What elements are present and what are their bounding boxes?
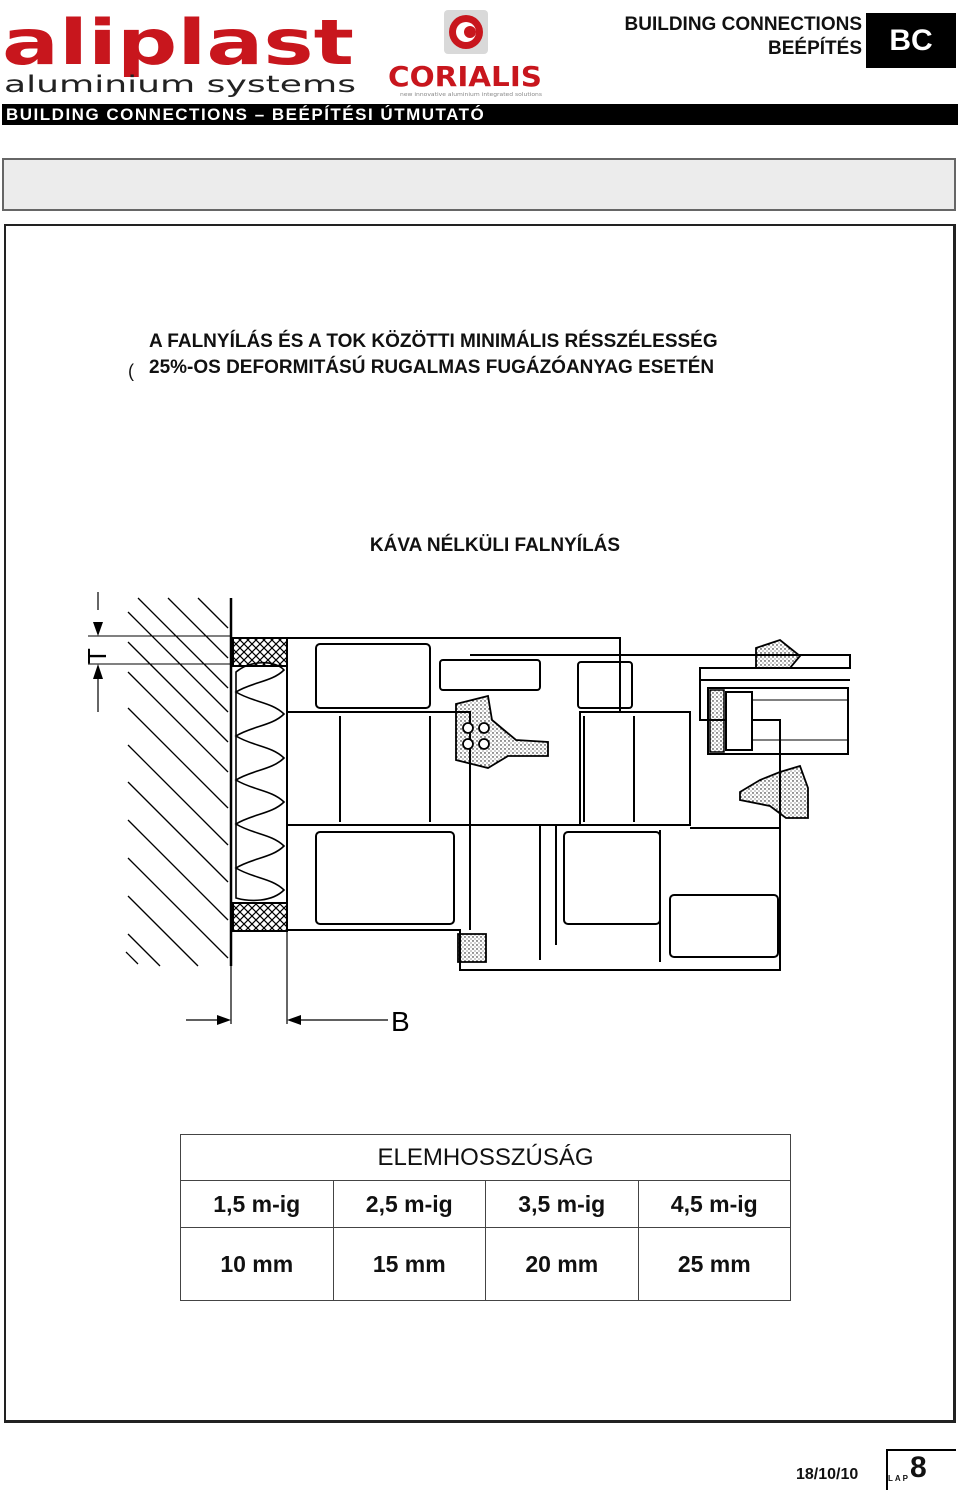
gaskets xyxy=(455,638,809,963)
section-banner: BUILDING CONNECTIONS – BEÉPÍTÉSI ÚTMUTAT… xyxy=(2,104,958,125)
corialis-logo: CORIALIS new innovative aluminium integr… xyxy=(388,10,542,98)
header-title-line2: BEÉPÍTÉS xyxy=(768,38,862,59)
dimension-b: B xyxy=(186,930,410,1037)
length-cell: 4,5 m-ig xyxy=(637,1180,791,1228)
length-cell: 2,5 m-ig xyxy=(332,1180,486,1228)
content-frame xyxy=(4,224,956,1423)
heading-paren: ( xyxy=(128,361,134,381)
window-profile xyxy=(286,637,851,971)
width-cell: 20 mm xyxy=(485,1227,639,1301)
drawing-subtitle: KÁVA NÉLKÜLI FALNYÍLÁS xyxy=(369,535,621,556)
heading-line2: 25%-OS DEFORMITÁSÚ RUGALMAS FUGÁZÓANYAG … xyxy=(149,357,715,378)
aliplast-logo: aliplast aluminium systems xyxy=(2,8,356,98)
empty-title-box xyxy=(2,158,956,211)
length-cell: 1,5 m-ig xyxy=(180,1180,334,1228)
page-number: 8 xyxy=(910,1451,927,1484)
page-box xyxy=(886,1449,956,1490)
page-label: LAP xyxy=(888,1474,910,1483)
heading-line1: A FALNYÍLÁS ÉS A TOK KÖZÖTTI MINIMÁLIS R… xyxy=(149,331,718,352)
length-cell: 3,5 m-ig xyxy=(485,1180,639,1228)
joint-width-table: ELEMHOSSZÚSÁG 1,5 m-ig 2,5 m-ig 3,5 m-ig… xyxy=(180,1134,791,1301)
window-section-drawing: T xyxy=(82,592,851,1037)
dimension-t: T xyxy=(82,592,232,712)
width-cell: 10 mm xyxy=(180,1227,334,1301)
table-row: 10 mm 15 mm 20 mm 25 mm xyxy=(180,1227,791,1301)
svg-text:aluminium systems: aluminium systems xyxy=(4,72,356,98)
svg-text:aliplast: aliplast xyxy=(2,8,354,79)
label-t: T xyxy=(82,648,112,664)
section-code-badge: BC xyxy=(866,13,956,68)
footer-date: 18/10/10 xyxy=(796,1466,859,1483)
table-header-row: ELEMHOSSZÚSÁG xyxy=(180,1134,791,1181)
svg-text:CORIALIS: CORIALIS xyxy=(388,60,542,93)
table-row: 1,5 m-ig 2,5 m-ig 3,5 m-ig 4,5 m-ig xyxy=(180,1180,791,1228)
header-title-line1: BUILDING CONNECTIONS xyxy=(624,14,863,35)
width-cell: 25 mm xyxy=(637,1227,791,1301)
glazing-unit xyxy=(707,687,849,755)
sealant-joint xyxy=(232,637,288,932)
table-header: ELEMHOSSZÚSÁG xyxy=(180,1134,791,1181)
label-b: B xyxy=(391,1006,410,1037)
width-cell: 15 mm xyxy=(332,1227,486,1301)
wall-hatching xyxy=(125,597,229,967)
svg-text:new innovative aluminium integ: new innovative aluminium integrated solu… xyxy=(400,92,542,98)
